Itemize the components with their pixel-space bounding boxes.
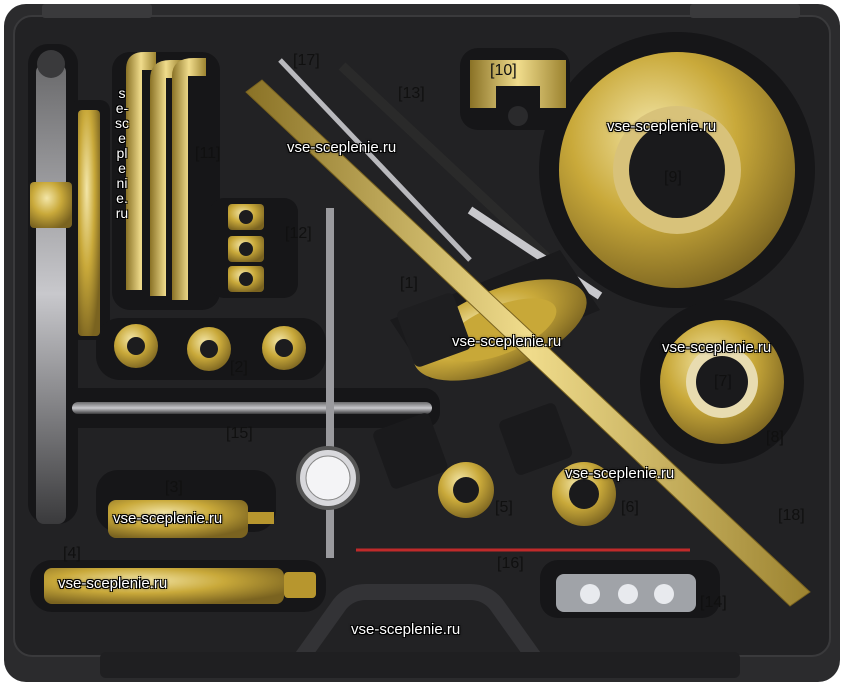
label-6: [6] — [621, 499, 639, 516]
label-3: [3] — [165, 479, 183, 496]
label-5: [5] — [495, 499, 513, 516]
label-18: [18] — [778, 507, 805, 524]
label-15: [15] — [226, 425, 253, 442]
label-9: [9] — [664, 169, 682, 186]
watermark: vse-sceplenie.ru — [662, 339, 772, 356]
label-10: [10] — [490, 62, 517, 79]
watermark: vse-sceplenie.ru — [607, 118, 717, 135]
watermark: vse-sceplenie.ru — [113, 510, 223, 527]
label-12: [12] — [285, 225, 312, 242]
label-8: [8] — [766, 429, 784, 446]
watermark: vse-sceplenie.ru — [565, 465, 675, 482]
watermark: vse-sceplenie.ru — [351, 621, 461, 638]
label-17: [17] — [293, 52, 320, 69]
watermark: vse-sceplenie.ru — [287, 139, 397, 156]
label-2: [2] — [230, 359, 248, 376]
vertical-watermark: se-sceplenie.ru — [115, 85, 129, 221]
u-clip — [470, 60, 566, 108]
label-14: [14] — [700, 594, 727, 611]
ruler-bar — [245, 79, 811, 607]
label-1: [1] — [400, 275, 418, 292]
case-handle — [293, 584, 543, 665]
label-4: [4] — [63, 545, 81, 562]
label-13: [13] — [398, 85, 425, 102]
label-7: [7] — [714, 373, 732, 390]
label-11: [11] — [195, 145, 221, 162]
label-16: [16] — [497, 555, 524, 572]
watermark: vse-sceplenie.ru — [58, 575, 168, 592]
watermark: vse-sceplenie.ru — [452, 333, 562, 350]
